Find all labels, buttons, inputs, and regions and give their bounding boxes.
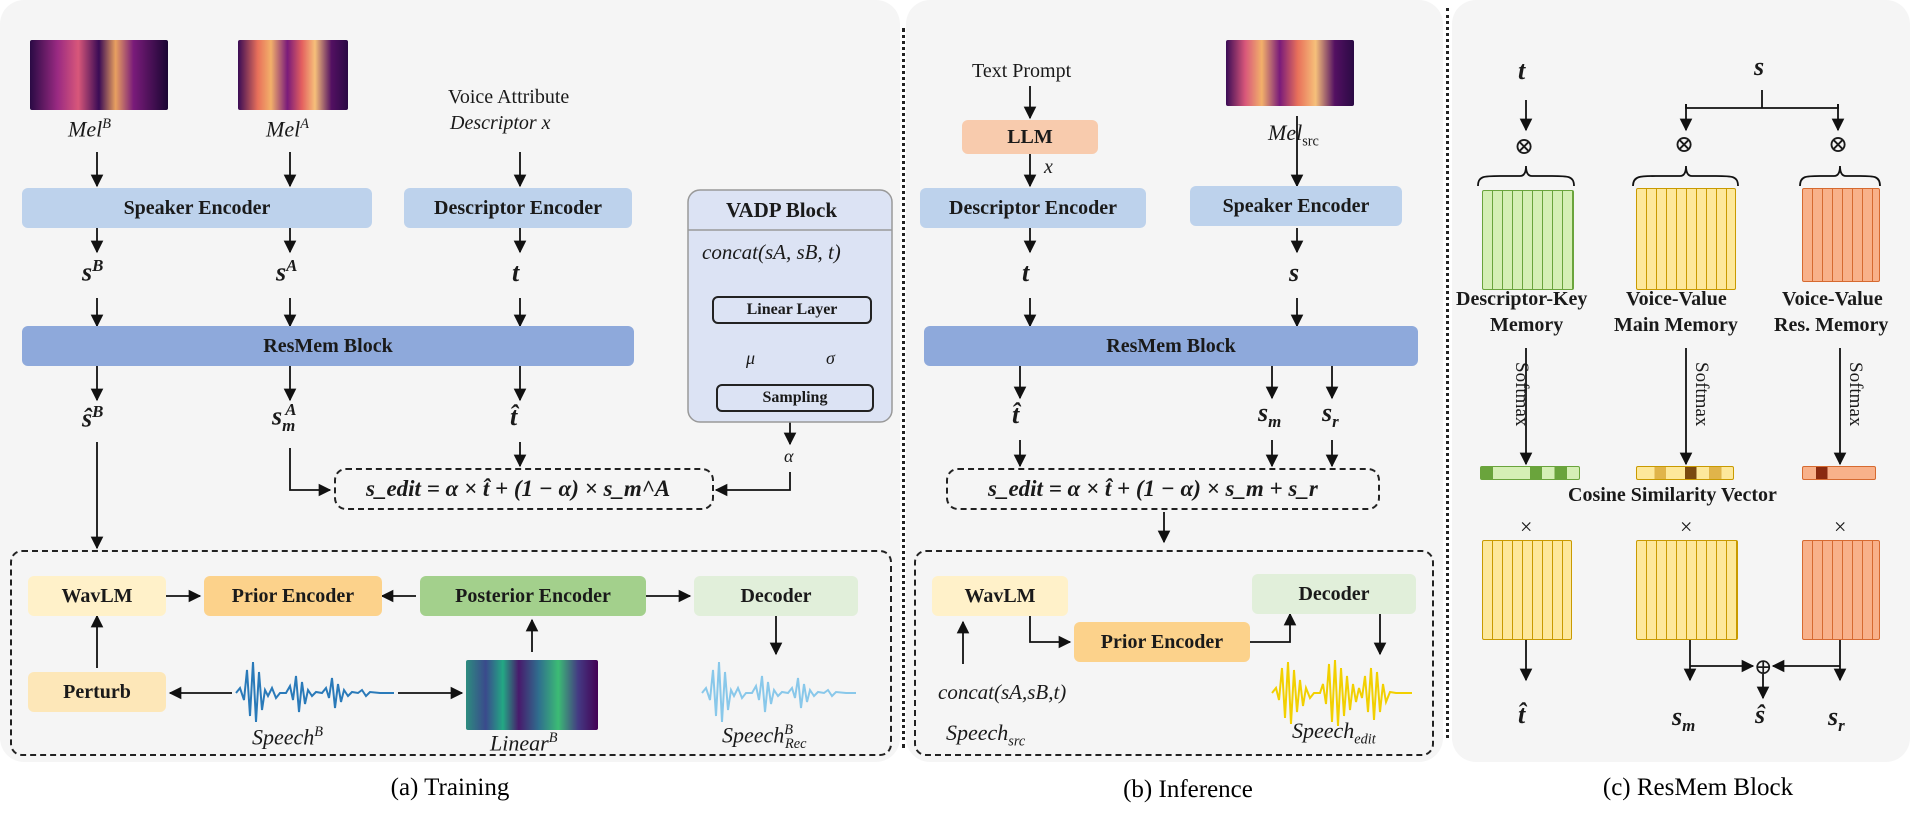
separator-1 xyxy=(902,28,905,748)
cosine-vector-main xyxy=(1636,466,1734,480)
equation-box-inference xyxy=(946,468,1380,510)
s-input-resmem: s xyxy=(1754,52,1765,81)
equation-training: s_edit = α × t̂ + (1 − α) × s_m^A xyxy=(366,476,671,501)
vadp-title: VADP Block xyxy=(726,198,838,222)
otimes-dk: ⊗ xyxy=(1514,134,1535,160)
vvm-label-line2: Main Memory xyxy=(1614,314,1738,336)
linear-b-spectrogram xyxy=(466,660,598,730)
mel-src-label: Melsrc xyxy=(1268,120,1319,150)
llm-box: LLM xyxy=(962,120,1098,154)
speaker-encoder-inference: Speaker Encoder xyxy=(1190,186,1402,226)
caption-resmem: (c) ResMem Block xyxy=(1602,774,1794,801)
speech-rec-label: SpeechBRec xyxy=(722,722,807,752)
perturb-box: Perturb xyxy=(28,672,166,712)
s-hat-b-label: ŝB xyxy=(82,402,104,433)
decoder-inference: Decoder xyxy=(1252,574,1416,614)
speech-edit-label: Speechedit xyxy=(1292,718,1376,748)
descriptor-encoder-inference: Descriptor Encoder xyxy=(920,188,1146,228)
vits-region-inference xyxy=(914,550,1434,756)
times-main: × xyxy=(1680,514,1693,539)
equation-inference: s_edit = α × t̂ + (1 − α) × s_m + s_r xyxy=(988,476,1318,501)
s-m-a-label: smA xyxy=(272,400,297,435)
s-hat-output: ŝ xyxy=(1755,700,1766,729)
alpha-label: α xyxy=(784,446,794,466)
x-label-inference: x xyxy=(1044,156,1053,178)
speech-b-label: SpeechB xyxy=(252,724,324,750)
speech-src-label: Speechsrc xyxy=(946,720,1026,750)
softmax-res: Softmax xyxy=(1845,362,1866,427)
caption-training: (a) Training xyxy=(390,774,510,801)
softmax-main: Softmax xyxy=(1691,362,1712,427)
t-hat-output: t̂ xyxy=(1518,700,1526,729)
linear-layer-box: Linear Layer xyxy=(712,296,872,324)
oplus-icon: ⊕ xyxy=(1754,654,1773,679)
t-label-training: t xyxy=(512,258,520,287)
resmem-block-training: ResMem Block xyxy=(22,326,634,366)
descriptor-key-memory xyxy=(1482,190,1574,290)
vits-region-training xyxy=(10,550,892,756)
posterior-encoder-training: Posterior Encoder xyxy=(420,576,646,616)
vvm-label-line1: Voice-Value xyxy=(1626,288,1727,310)
times-res: × xyxy=(1834,514,1847,539)
voice-value-main-memory xyxy=(1636,188,1736,290)
dk-label-line1: Descriptor-Key xyxy=(1456,288,1588,310)
otimes-res: ⊗ xyxy=(1828,132,1849,158)
s-r-output: sr xyxy=(1828,702,1845,736)
vad-label-line1: Voice Attribute xyxy=(448,86,570,108)
mel-src-spectrogram xyxy=(1226,40,1354,106)
voice-value-res-memory xyxy=(1802,188,1880,282)
descriptor-encoder-training: Descriptor Encoder xyxy=(404,188,632,228)
decoder-training: Decoder xyxy=(694,576,858,616)
value-memory-main xyxy=(1636,540,1738,640)
s-a-label: sA xyxy=(276,256,298,287)
mu-label: μ xyxy=(746,348,756,368)
cosine-similarity-label: Cosine Similarity Vector xyxy=(1568,484,1777,506)
times-dk: × xyxy=(1520,514,1533,539)
vadp-concat: concat(sA, sB, t) xyxy=(702,240,841,264)
softmax-dk: Softmax xyxy=(1511,362,1532,427)
t-input-resmem: t xyxy=(1518,56,1526,85)
mel-a-spectrogram xyxy=(238,40,348,110)
vvr-label-line1: Voice-Value xyxy=(1782,288,1883,310)
otimes-main: ⊗ xyxy=(1674,132,1695,158)
mel-b-label: MelB xyxy=(68,116,111,142)
s-m-label-inference: sm xyxy=(1258,398,1282,432)
sigma-label: σ xyxy=(826,348,835,368)
text-prompt-label: Text Prompt xyxy=(972,60,1072,82)
vad-label-line2: Descriptor x xyxy=(450,112,551,134)
sampling-box: Sampling xyxy=(716,384,874,412)
wavlm-inference: WavLM xyxy=(932,576,1068,616)
t-hat-label-inference: t̂ xyxy=(1012,400,1020,429)
linear-b-label: LinearB xyxy=(490,730,558,756)
equation-box-training xyxy=(334,468,714,510)
s-r-label-inference: sr xyxy=(1322,398,1339,432)
t-label-inference: t xyxy=(1022,258,1030,287)
vvr-label-line2: Res. Memory xyxy=(1774,314,1889,336)
resmem-block-inference: ResMem Block xyxy=(924,326,1418,366)
s-label-inference: s xyxy=(1289,258,1300,287)
mel-a-label: MelA xyxy=(266,116,309,142)
dk-label-line2: Memory xyxy=(1490,314,1564,336)
value-memory-dk xyxy=(1482,540,1572,640)
concat-label-inference: concat(sA,sB,t) xyxy=(938,680,1067,704)
caption-inference: (b) Inference xyxy=(1123,776,1253,803)
t-hat-label-training: t̂ xyxy=(510,402,518,431)
speaker-encoder-training: Speaker Encoder xyxy=(22,188,372,228)
mel-b-spectrogram xyxy=(30,40,168,110)
value-memory-res xyxy=(1802,540,1880,640)
cosine-vector-dk xyxy=(1480,466,1580,480)
separator-2 xyxy=(1446,8,1449,738)
wavlm-training: WavLM xyxy=(28,576,166,616)
prior-encoder-inference: Prior Encoder xyxy=(1074,622,1250,662)
prior-encoder-training: Prior Encoder xyxy=(204,576,382,616)
cosine-vector-res xyxy=(1802,466,1876,480)
s-b-label: sB xyxy=(82,256,104,287)
s-m-output: sm xyxy=(1672,702,1696,736)
